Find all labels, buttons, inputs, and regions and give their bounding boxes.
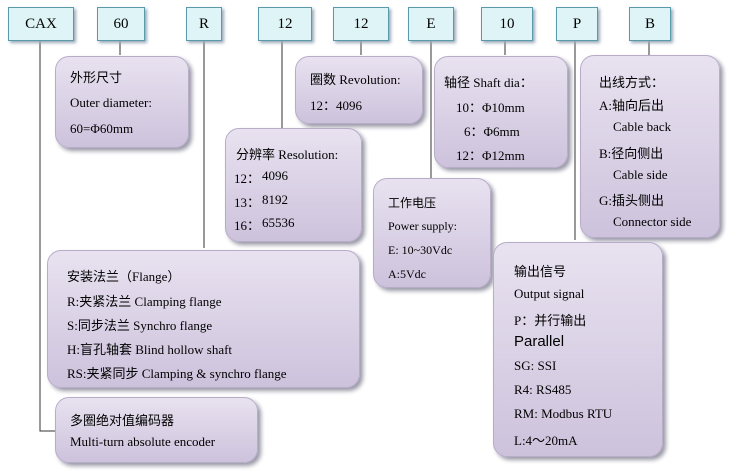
power-title-en: Power supply: [388, 219, 457, 233]
code-box-cax: CAX [8, 7, 74, 41]
flange-option-s: S:同步法兰 Synchro flange [67, 318, 213, 333]
revolution-value: 12：4096 [310, 98, 363, 113]
resolution-title: 分辨率 Resolution: [236, 147, 339, 162]
outlet-b-zh: B:径向侧出 [599, 146, 664, 161]
shaft-option-6: 6：Φ6mm [464, 124, 520, 139]
resolution-code-16: 16： [234, 218, 261, 233]
signal-option-l: L:4～20mA [514, 433, 578, 448]
outer-diameter-value: 60=Φ60mm [70, 121, 134, 136]
revolution-box: 圈数 Revolution: 12：4096 [295, 56, 423, 124]
code-box-12-b: 12 [333, 7, 389, 41]
code-box-b: B [629, 7, 671, 41]
outer-diameter-box: 外形尺寸 Outer diameter: 60=Φ60mm [55, 56, 189, 148]
power-option-a: A:5Vdc [388, 267, 426, 281]
outer-diameter-zh: 外形尺寸 [70, 70, 123, 85]
signal-option-rm: RM: Modbus RTU [514, 406, 613, 421]
encoder-type-en: Multi-turn absolute encoder [70, 434, 216, 449]
signal-option-r4: R4: RS485 [514, 382, 572, 397]
encoder-type-zh: 多圈绝对值编码器 [70, 413, 175, 428]
resolution-code-12: 12： [234, 171, 261, 186]
resolution-value-4096: 4096 [262, 168, 288, 183]
signal-option-p: P：并行输出 [514, 313, 587, 328]
outlet-a-en: Cable back [613, 119, 672, 134]
code-box-p: P [556, 7, 598, 41]
signal-title-zh: 输出信号 [514, 264, 567, 279]
code-box-r: R [186, 7, 222, 41]
power-title-zh: 工作电压 [388, 196, 437, 210]
outlet-b-en: Cable side [613, 167, 668, 182]
code-box-e: E [408, 7, 454, 41]
line-cax [39, 39, 55, 432]
flange-option-rs: RS:夹紧同步 Clamping & synchro flange [67, 366, 287, 381]
resolution-value-65536: 65536 [262, 215, 295, 230]
resolution-box: 分辨率 Resolution: 12： 4096 13： 8192 16： 65… [225, 128, 362, 242]
shaft-diameter-box: 轴径 Shaft dia： 10：Φ10mm 6：Φ6mm 12：Φ12mm [434, 56, 568, 168]
signal-title-en: Output signal [514, 286, 585, 301]
flange-option-h: H:盲孔轴套 Blind hollow shaft [67, 342, 233, 357]
output-signal-box: 输出信号 Output signal P：并行输出 Parallel SG: S… [493, 242, 663, 457]
code-box-12-a: 12 [258, 7, 312, 41]
power-option-e: E: 10~30Vdc [388, 243, 453, 257]
signal-option-sg: SG: SSI [514, 358, 557, 373]
revolution-title: 圈数 Revolution: [310, 72, 401, 87]
outlet-g-zh: G:插头侧出 [599, 193, 665, 208]
resolution-code-13: 13： [234, 195, 261, 210]
outlet-box: 出线方式： A:轴向后出 Cable back B:径向侧出 Cable sid… [580, 55, 720, 238]
outer-diameter-en: Outer diameter: [70, 95, 152, 110]
encoder-type-box: 多圈绝对值编码器 Multi-turn absolute encoder [55, 397, 258, 463]
shaft-option-12: 12：Φ12mm [456, 148, 525, 163]
shaft-title: 轴径 Shaft dia： [444, 75, 533, 90]
code-box-10: 10 [481, 7, 533, 41]
flange-option-r: R:夹紧法兰 Clamping flange [67, 294, 222, 309]
outlet-a-zh: A:轴向后出 [599, 98, 665, 113]
power-supply-box: 工作电压 Power supply: E: 10~30Vdc A:5Vdc [373, 178, 491, 288]
outlet-g-en: Connector side [613, 214, 692, 229]
flange-title: 安装法兰（Flange） [67, 269, 181, 284]
outlet-title: 出线方式： [599, 75, 665, 90]
resolution-value-8192: 8192 [262, 192, 288, 207]
signal-parallel: Parallel [514, 333, 565, 350]
code-box-60: 60 [97, 7, 145, 41]
flange-box: 安装法兰（Flange） R:夹紧法兰 Clamping flange S:同步… [47, 250, 360, 388]
shaft-option-10: 10：Φ10mm [456, 100, 525, 115]
